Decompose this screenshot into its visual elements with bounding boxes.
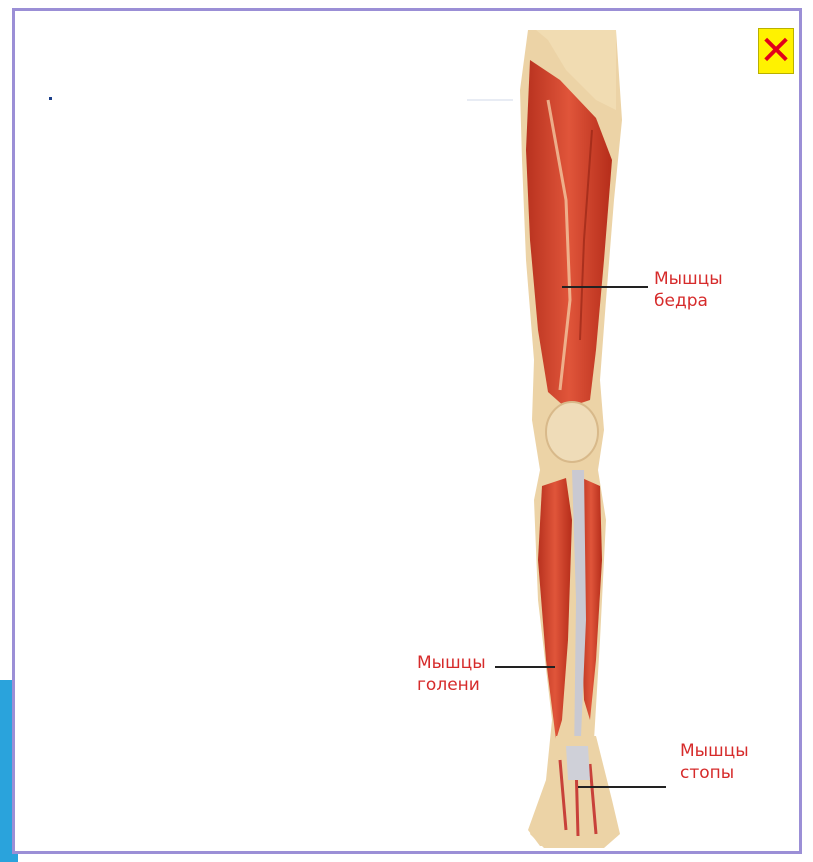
shin-label-line1: Мышцы xyxy=(417,652,486,674)
kneecap xyxy=(546,402,598,462)
foot-label-line1: Мышцы xyxy=(680,740,749,762)
shin-pointer-line xyxy=(495,666,555,668)
shin-label: Мышцы голени xyxy=(417,652,486,696)
thigh-pointer-line xyxy=(562,286,648,288)
thigh-label: Мышцы бедра xyxy=(654,268,723,312)
shin-label-line2: голени xyxy=(417,674,486,696)
foot-label: Мышцы стопы xyxy=(680,740,749,784)
thigh-label-line2: бедра xyxy=(654,290,723,312)
foot-label-line2: стопы xyxy=(680,762,749,784)
thigh-label-line1: Мышцы xyxy=(654,268,723,290)
foot-pointer-line xyxy=(578,786,666,788)
